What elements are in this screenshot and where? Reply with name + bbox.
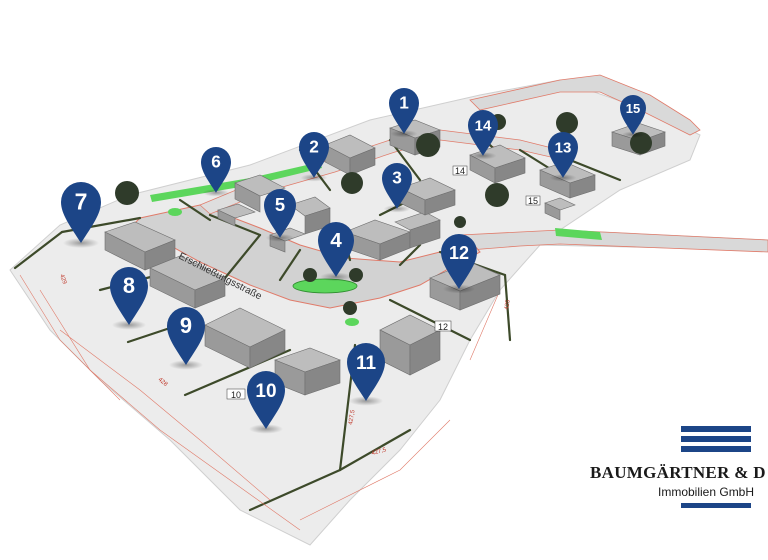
terrain-base xyxy=(9,79,768,546)
survey-label: 427,5 xyxy=(348,409,357,425)
lot-pin-14[interactable]: 14 xyxy=(468,110,498,160)
lot-pin-label: 3 xyxy=(392,168,402,188)
lot-pin-label: 6 xyxy=(211,152,221,172)
lot-pin-label: 1 xyxy=(399,93,409,113)
lot-pin-9[interactable]: 9 xyxy=(167,307,205,370)
green-island-center xyxy=(292,278,358,294)
plot-number-14: 14 xyxy=(452,165,468,176)
green-strip-north xyxy=(150,162,322,202)
lot-pin-12[interactable]: 12 xyxy=(441,234,477,294)
lot-pin-5[interactable]: 5 xyxy=(264,189,296,242)
lot-pin-8[interactable]: 8 xyxy=(110,267,148,330)
company-logo: BAUMGÄRTNER & D Immobilien GmbH xyxy=(588,426,768,516)
survey-label: 427,5 xyxy=(371,447,388,457)
survey-label: 428 xyxy=(157,377,169,388)
lot-pin-label: 14 xyxy=(475,118,492,135)
lot-pin-7[interactable]: 7 xyxy=(61,182,101,248)
lot-pin-label: 12 xyxy=(449,243,469,263)
survey-lines xyxy=(19,274,501,531)
lot-pin-15[interactable]: 15 xyxy=(620,95,646,138)
lot-pin-1[interactable]: 1 xyxy=(389,88,419,138)
survey-label: 429 xyxy=(58,274,67,286)
lot-pin-label: 10 xyxy=(255,381,276,402)
lot-pin-11[interactable]: 11 xyxy=(347,343,385,406)
lot-pin-label: 7 xyxy=(75,189,88,215)
lot-pin-label: 5 xyxy=(275,194,285,215)
lot-pin-label: 4 xyxy=(330,229,342,252)
green-strip-east xyxy=(555,228,602,240)
svg-text:14: 14 xyxy=(455,166,465,176)
logo-stripes xyxy=(681,426,751,456)
lot-pin-label: 13 xyxy=(555,140,572,157)
lot-pin-label: 9 xyxy=(180,313,192,338)
plot-number-15: 15 xyxy=(525,195,541,206)
trees xyxy=(115,112,652,315)
svg-text:12: 12 xyxy=(438,322,448,332)
lot-pin-label: 8 xyxy=(123,273,135,298)
logo-company-subtitle: Immobilien GmbH xyxy=(658,485,755,499)
logo-company-name: BAUMGÄRTNER & D xyxy=(590,463,766,482)
lot-pin-4[interactable]: 4 xyxy=(318,222,354,282)
access-road-east xyxy=(459,229,768,253)
plot-number-10: 10 xyxy=(226,388,246,400)
lot-pin-3[interactable]: 3 xyxy=(382,163,412,213)
green-island-south xyxy=(345,318,359,326)
lot-pin-2[interactable]: 2 xyxy=(299,132,329,182)
lot-pin-10[interactable]: 10 xyxy=(247,371,285,434)
svg-text:15: 15 xyxy=(528,196,538,206)
survey-label: 425 xyxy=(504,299,512,311)
access-road-north xyxy=(469,74,701,136)
lot-pin-6[interactable]: 6 xyxy=(201,147,231,197)
lot-pin-label: 15 xyxy=(626,101,640,116)
svg-text:10: 10 xyxy=(231,390,241,400)
lot-pin-13[interactable]: 13 xyxy=(548,132,578,182)
lot-pin-label: 11 xyxy=(356,353,377,374)
logo-underline xyxy=(681,503,751,508)
plot-number-12: 12 xyxy=(434,320,452,332)
green-island-west xyxy=(168,208,182,216)
lot-pin-label: 2 xyxy=(309,137,319,157)
